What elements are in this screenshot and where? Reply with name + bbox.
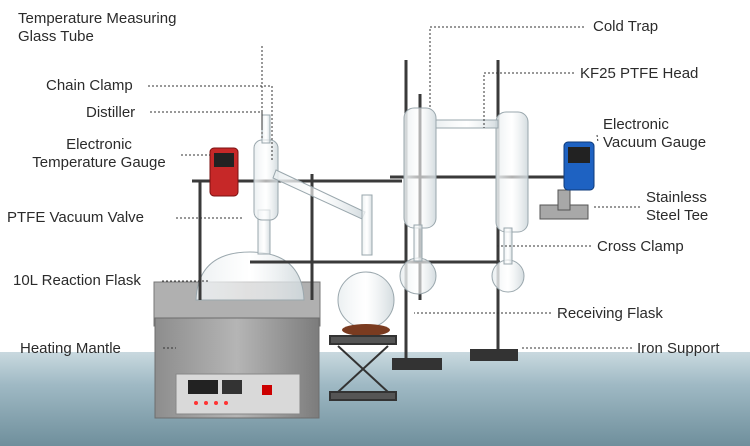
distiller-shape [253,114,366,221]
iron-support-base-left [392,358,442,370]
label-line: Steel Tee [646,207,709,224]
label-kf25-ptfe-head: KF25 PTFE Head [580,65,699,82]
label-stainless-steel-tee: Stainless Steel Tee [646,189,708,225]
label-line: Glass Tube [18,28,94,45]
label-electronic-vacuum-gauge: Electronic Vacuum Gauge [603,116,706,152]
heating-mantle-unit [153,281,321,419]
label-line: Temperature Gauge [32,154,166,171]
label-electronic-temperature-gauge: Electronic Temperature Gauge [21,136,177,172]
leader-lines [148,26,640,349]
label-chain-clamp: Chain Clamp [46,77,133,94]
lab-jack [329,335,397,401]
label-line: Temperature Measuring [18,10,177,27]
reaction-flask-shape [195,209,305,301]
small-flask-shape [337,194,395,336]
label-receiving-flask: Receiving Flask [557,305,663,322]
steel-tee-shape [539,189,589,220]
label-cross-clamp: Cross Clamp [597,238,684,255]
label-heating-mantle: Heating Mantle [20,340,121,357]
label-line: Stainless [646,189,707,206]
cold-trap-left [399,107,437,295]
label-line: Vacuum Gauge [603,134,707,151]
cold-trap-right [435,111,529,293]
label-iron-support: Iron Support [637,340,720,357]
temperature-gauge-device [209,147,239,197]
label-ptfe-vacuum-valve: PTFE Vacuum Valve [7,209,144,226]
iron-support-base-right [470,349,518,361]
label-cold-trap: Cold Trap [593,18,659,35]
label-10l-reaction-flask: 10L Reaction Flask [13,272,141,289]
label-line: Electronic [603,116,669,133]
label-temperature-measuring-glass-tube: Temperature Measuring Glass Tube [18,10,176,46]
vacuum-gauge-device [563,141,595,191]
label-distiller: Distiller [86,104,136,121]
label-line: Electronic [66,136,132,153]
